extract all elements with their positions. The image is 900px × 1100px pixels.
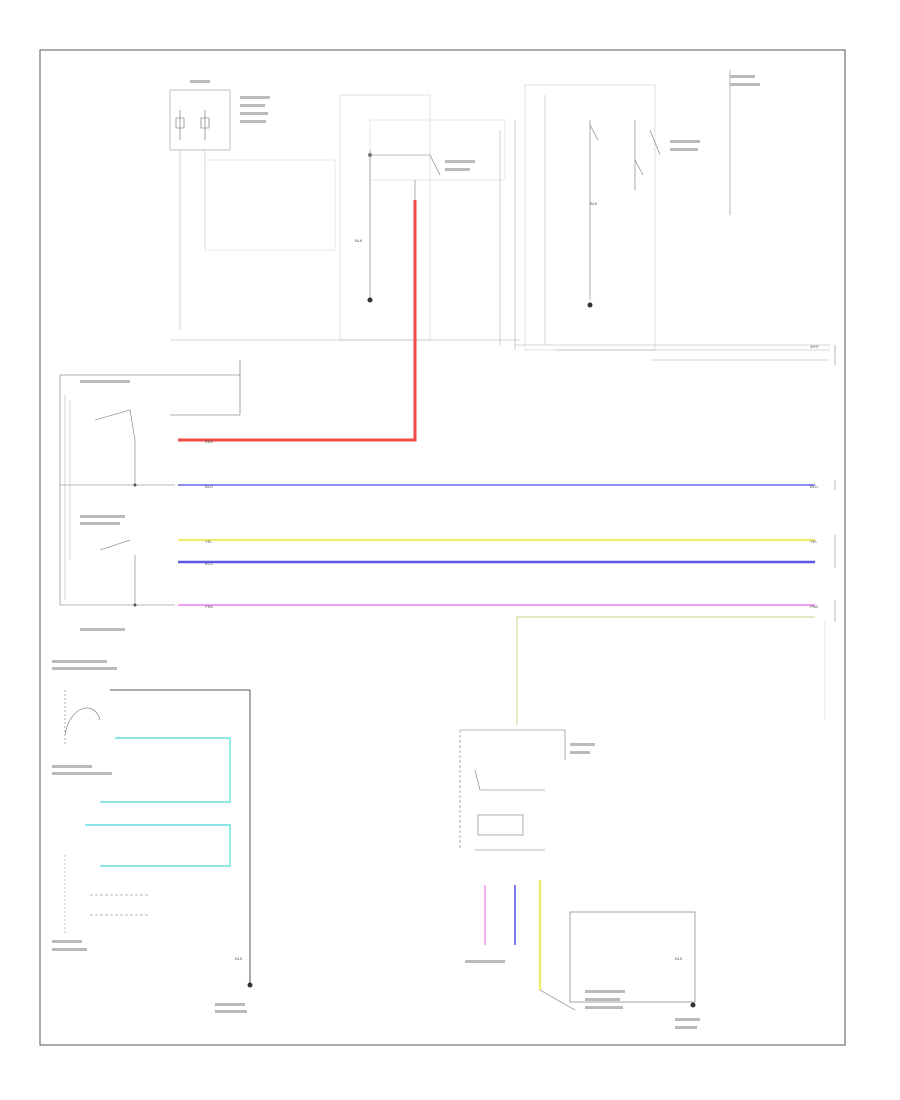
cyan-wire-2 bbox=[85, 824, 231, 867]
tan-wire bbox=[516, 616, 815, 725]
wire-label-blue: BLU bbox=[205, 484, 213, 489]
wire-label-blue-right: BLU bbox=[810, 484, 818, 489]
wire-label-black-4: BLK bbox=[675, 956, 683, 961]
wire-label-black-2: BLK bbox=[590, 201, 598, 206]
wire-label-black-3: BLK bbox=[235, 956, 243, 961]
diagram-border bbox=[39, 49, 846, 1046]
right-connector-ticks bbox=[824, 345, 836, 720]
wire-label-pink-right: PNK bbox=[810, 604, 819, 609]
red-wire bbox=[178, 200, 417, 442]
black-wires-top-right bbox=[170, 120, 830, 361]
wire-label-white-right: WHT bbox=[810, 344, 820, 349]
fuse-block-top-left bbox=[169, 89, 336, 330]
wire-label-yellow-right: YEL bbox=[810, 539, 818, 544]
cyan-wire-1 bbox=[100, 737, 231, 803]
wire-label-blue-2: BLU bbox=[205, 561, 213, 566]
relay-top-right bbox=[524, 70, 731, 351]
control-module bbox=[459, 729, 696, 1011]
wire-label-red: RED bbox=[205, 439, 214, 444]
wire-code-labels: RED BLU YEL BLU PNK BLU YEL PNK WHT BLK … bbox=[205, 201, 820, 961]
wire-label-yellow: YEL bbox=[205, 539, 213, 544]
faint-labels bbox=[52, 75, 760, 1029]
wire-label-black: BLK bbox=[355, 238, 363, 243]
relay-top-middle bbox=[339, 94, 506, 341]
left-switch-assembly bbox=[59, 360, 241, 607]
wire-label-pink: PNK bbox=[205, 604, 214, 609]
selector-assembly bbox=[64, 689, 253, 988]
signal-wires bbox=[178, 200, 815, 725]
